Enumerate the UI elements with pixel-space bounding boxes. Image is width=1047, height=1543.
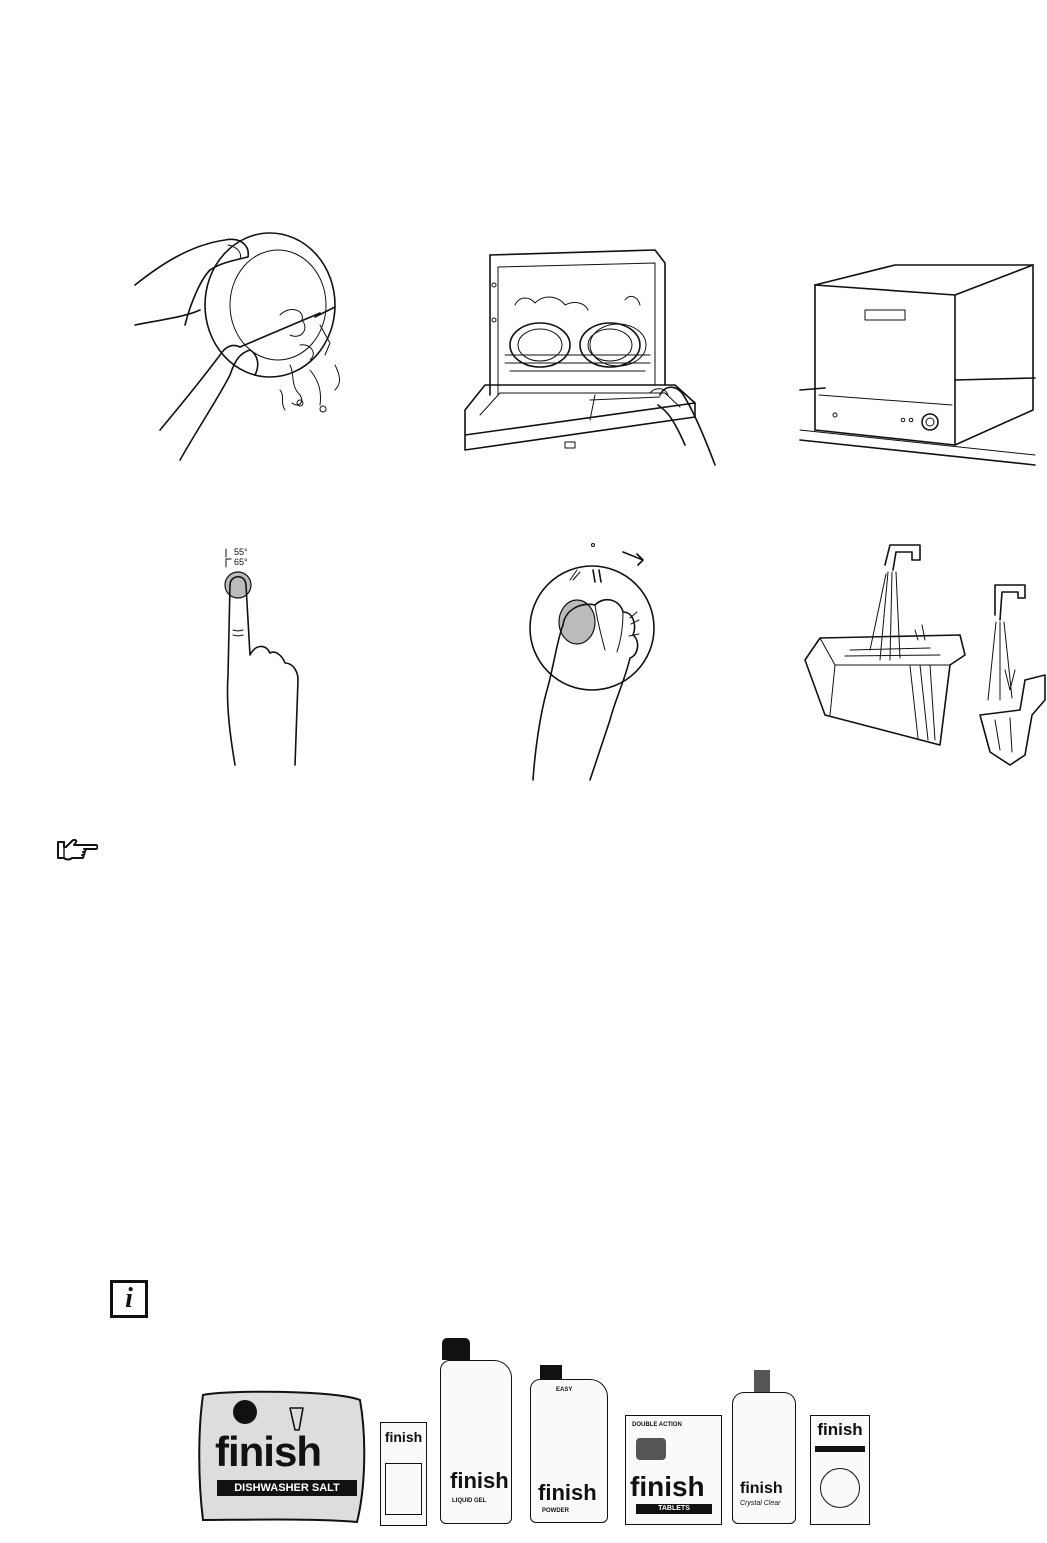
program-knob-illustration xyxy=(525,540,675,781)
machine-cleaner-box: finish xyxy=(810,1415,870,1525)
scrape-plate-illustration xyxy=(130,225,350,465)
crystal-clear-bottle: finish Crystal Clear xyxy=(732,1370,797,1524)
liquid-gel-bottle: finish LIQUID GEL xyxy=(440,1338,515,1524)
temp-label-55: 55° xyxy=(234,547,248,557)
salt-brand-text: finish xyxy=(215,1428,322,1475)
salt-label-text: DISHWASHER SALT xyxy=(217,1480,357,1496)
temp-label-65: 65° xyxy=(234,557,248,567)
temperature-button-illustration: 55° 65° xyxy=(220,545,330,770)
tablets-box: DOUBLE ACTION finish TABLETS xyxy=(625,1415,722,1525)
rinse-filters-illustration xyxy=(800,540,1046,770)
info-icon: i xyxy=(110,1280,148,1318)
rinse-aid-box: finish xyxy=(380,1422,427,1526)
finish-products-illustration: finish DISHWASHER SALT finish finish LIQ… xyxy=(195,1330,885,1530)
pointing-hand-icon xyxy=(56,838,99,862)
load-dishwasher-illustration xyxy=(460,245,720,470)
closed-dishwasher-illustration xyxy=(795,260,1040,475)
powder-bottle: EASY finish POWDER xyxy=(530,1365,610,1523)
